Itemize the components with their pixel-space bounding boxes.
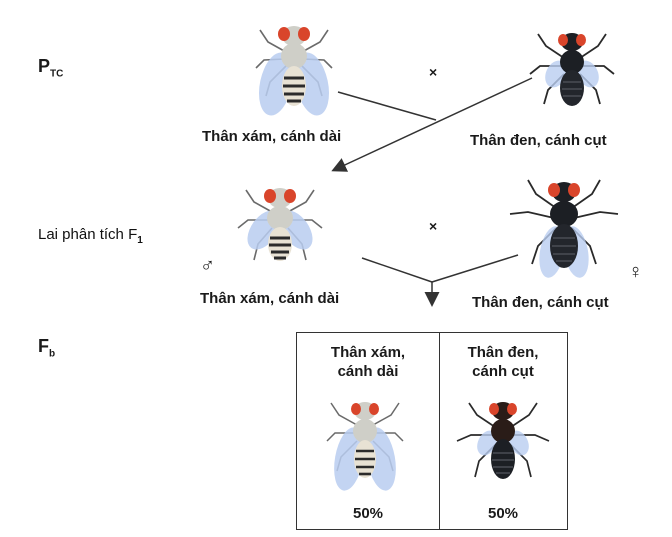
offspring-cell-black: Thân đen, cánh cụt 50% (439, 333, 567, 529)
gray-long-wing-fly-parent (255, 26, 333, 116)
parent-right-label: Thân đen, cánh cụt (470, 132, 607, 149)
f1-left-label: Thân xám, cánh dài (200, 290, 340, 307)
generation-p-subscript: TC (50, 68, 64, 80)
f1-cross-symbol: × (429, 218, 438, 234)
offspring-cell-gray: Thân xám, cánh dài 50% (297, 333, 440, 529)
offspring-gray-percent: 50% (352, 505, 384, 522)
female-symbol: ♀ (628, 261, 643, 283)
offspring-black-line1: Thân đen, (467, 344, 539, 361)
generation-fb-label: Fb (38, 336, 55, 360)
black-vestigial-wing-fly-f1-female (509, 179, 619, 278)
generation-fb-subscript: b (49, 348, 56, 360)
male-symbol: ♂ (200, 255, 215, 277)
f1-right-line (431, 254, 519, 283)
gray-long-wing-fly-f1-male (237, 188, 323, 261)
offspring-gray-line1: Thân xám, (330, 344, 406, 361)
gray-long-wing-fly-offspring (326, 402, 404, 491)
parent-cross-symbol: × (429, 64, 438, 80)
offspring-black-percent: 50% (487, 505, 519, 522)
offspring-table: Thân xám, cánh dài 50% Thân đen, (296, 332, 568, 530)
offspring-gray-line2: cánh dài (337, 363, 399, 380)
generation-p-text: P (38, 56, 51, 76)
black-vestigial-wing-fly-offspring (456, 402, 550, 479)
f1-right-label: Thân đen, cánh cụt (472, 294, 609, 311)
parent-left-label: Thân xám, cánh dài (202, 128, 342, 145)
f1-left-line (361, 257, 433, 283)
parent-right-line (331, 77, 533, 172)
generation-fb-text: F (38, 336, 49, 356)
generation-f1-text: Lai phân tích F (38, 226, 138, 243)
parent-left-line (337, 91, 437, 121)
generation-f1-label: Lai phân tích F1 (38, 226, 143, 246)
black-vestigial-wing-fly-parent (529, 33, 615, 106)
generation-f1-subscript: 1 (137, 235, 143, 246)
generation-p-label: PTC (38, 56, 63, 80)
offspring-black-line2: cánh cụt (472, 363, 534, 380)
